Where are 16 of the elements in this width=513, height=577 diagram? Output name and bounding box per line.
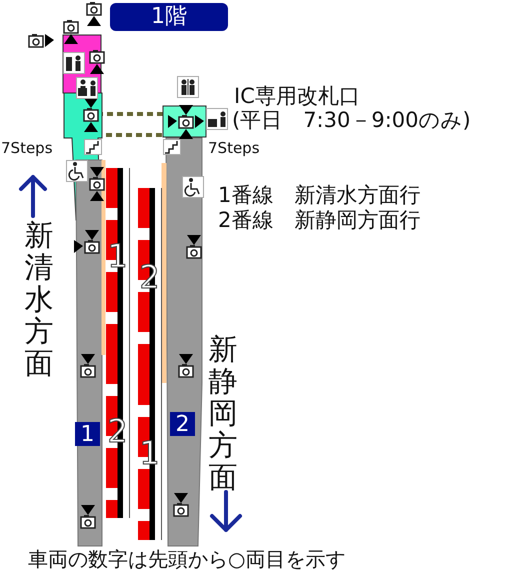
platform-number: 1: [75, 422, 100, 446]
direction-label: 新静岡方面: [208, 334, 238, 494]
caption: 車両の数字は先頭から○両目を示す: [28, 549, 346, 569]
train-car: 1: [106, 168, 130, 344]
gate-hours-note: (平日 7:30－9:00のみ): [232, 110, 471, 131]
step-count: 7Steps: [1, 141, 53, 156]
step-count: 7Steps: [208, 141, 260, 156]
train-car: 2: [138, 188, 162, 365]
track-info: 1番線 新清水方面行: [218, 185, 420, 206]
floor-title: 1階: [110, 3, 228, 31]
platform-number: 2: [170, 412, 195, 436]
track-info: 2番線 新静岡方面行: [218, 210, 420, 231]
train-car: 2: [106, 344, 130, 518]
gate-label: IC専用改札口: [234, 86, 360, 107]
train-car: 1: [138, 365, 162, 540]
direction-label: 新清水方面: [24, 220, 54, 380]
